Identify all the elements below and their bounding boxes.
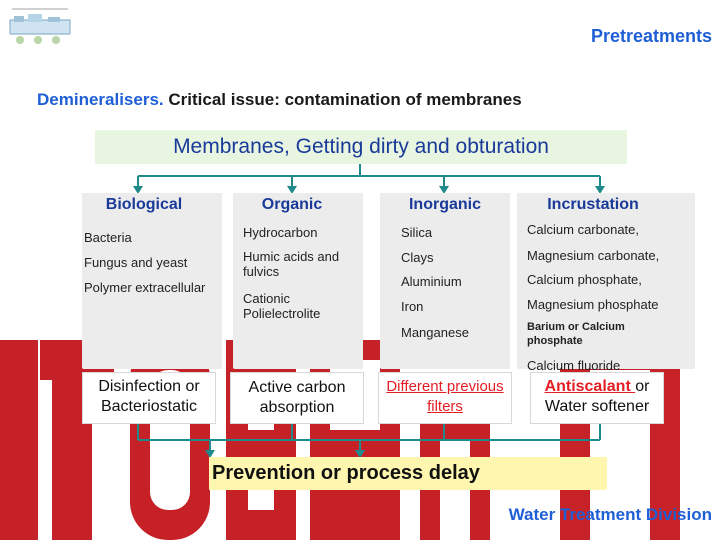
list-item: Fungus and yeast: [84, 255, 188, 270]
main-banner: Membranes, Getting dirty and obturation: [95, 130, 627, 164]
subtitle-text: Critical issue: contamination of membran…: [163, 90, 522, 109]
list-item: Calcium fluoride: [527, 358, 621, 373]
list-item: Clays: [401, 250, 434, 265]
action-text: Active carbon absorption: [248, 379, 346, 416]
action-box-biological: Disinfection or Bacteriostatic: [82, 372, 216, 424]
prevention-box: Prevention or process delay: [209, 457, 607, 490]
column-box-inorganic: [380, 193, 510, 369]
list-item: Silica: [401, 225, 433, 240]
subtitle-highlight: Demineralisers.: [37, 90, 164, 109]
header-title: Pretreatments: [590, 26, 712, 46]
list-item: Polymer extracellular: [84, 280, 206, 295]
list-item: Humic acids and fulvics: [243, 249, 340, 279]
list-item: Calcium carbonate,: [527, 222, 639, 237]
company-logo: [9, 8, 71, 44]
action-box-organic: Active carbon absorption: [230, 372, 364, 424]
action-box-incrustation: Antiscalant or Water softener: [530, 372, 664, 424]
action-box-inorganic: Different previous filters: [378, 372, 512, 424]
list-item: Aluminium: [401, 274, 462, 289]
list-item: Magnesium carbonate,: [527, 248, 660, 263]
column-box-organic: [233, 193, 363, 369]
column-box-biological: [82, 193, 222, 369]
list-item: Hydrocarbon: [243, 225, 318, 240]
action-text: Different previous filters: [386, 378, 504, 415]
slide-subtitle: Demineralisers. Critical issue: contamin…: [37, 90, 522, 110]
footer-division: Water Treatment Division: [508, 505, 712, 524]
list-item: Magnesium phosphate: [527, 297, 659, 312]
antiscalant-link[interactable]: Antiscalant: [544, 378, 636, 395]
column-heading-inorganic: Inorganic: [408, 196, 481, 213]
list-item: Bacteria: [84, 230, 132, 245]
column-heading-biological: Biological: [105, 196, 183, 213]
list-item: Calcium phosphate,: [527, 272, 642, 287]
action-text: or Water softener: [544, 378, 650, 415]
column-heading-incrustation: Incrustation: [547, 196, 639, 213]
action-text: Disinfection or Bacteriostatic: [98, 378, 200, 415]
column-heading-organic: Organic: [261, 196, 323, 213]
list-item: Iron: [401, 299, 424, 314]
list-item: Cationic Polielectrolite: [243, 291, 321, 321]
list-item: Barium or Calcium phosphate: [527, 321, 625, 347]
list-item: Manganese: [401, 325, 469, 340]
column-box-incrustation: [517, 193, 695, 369]
